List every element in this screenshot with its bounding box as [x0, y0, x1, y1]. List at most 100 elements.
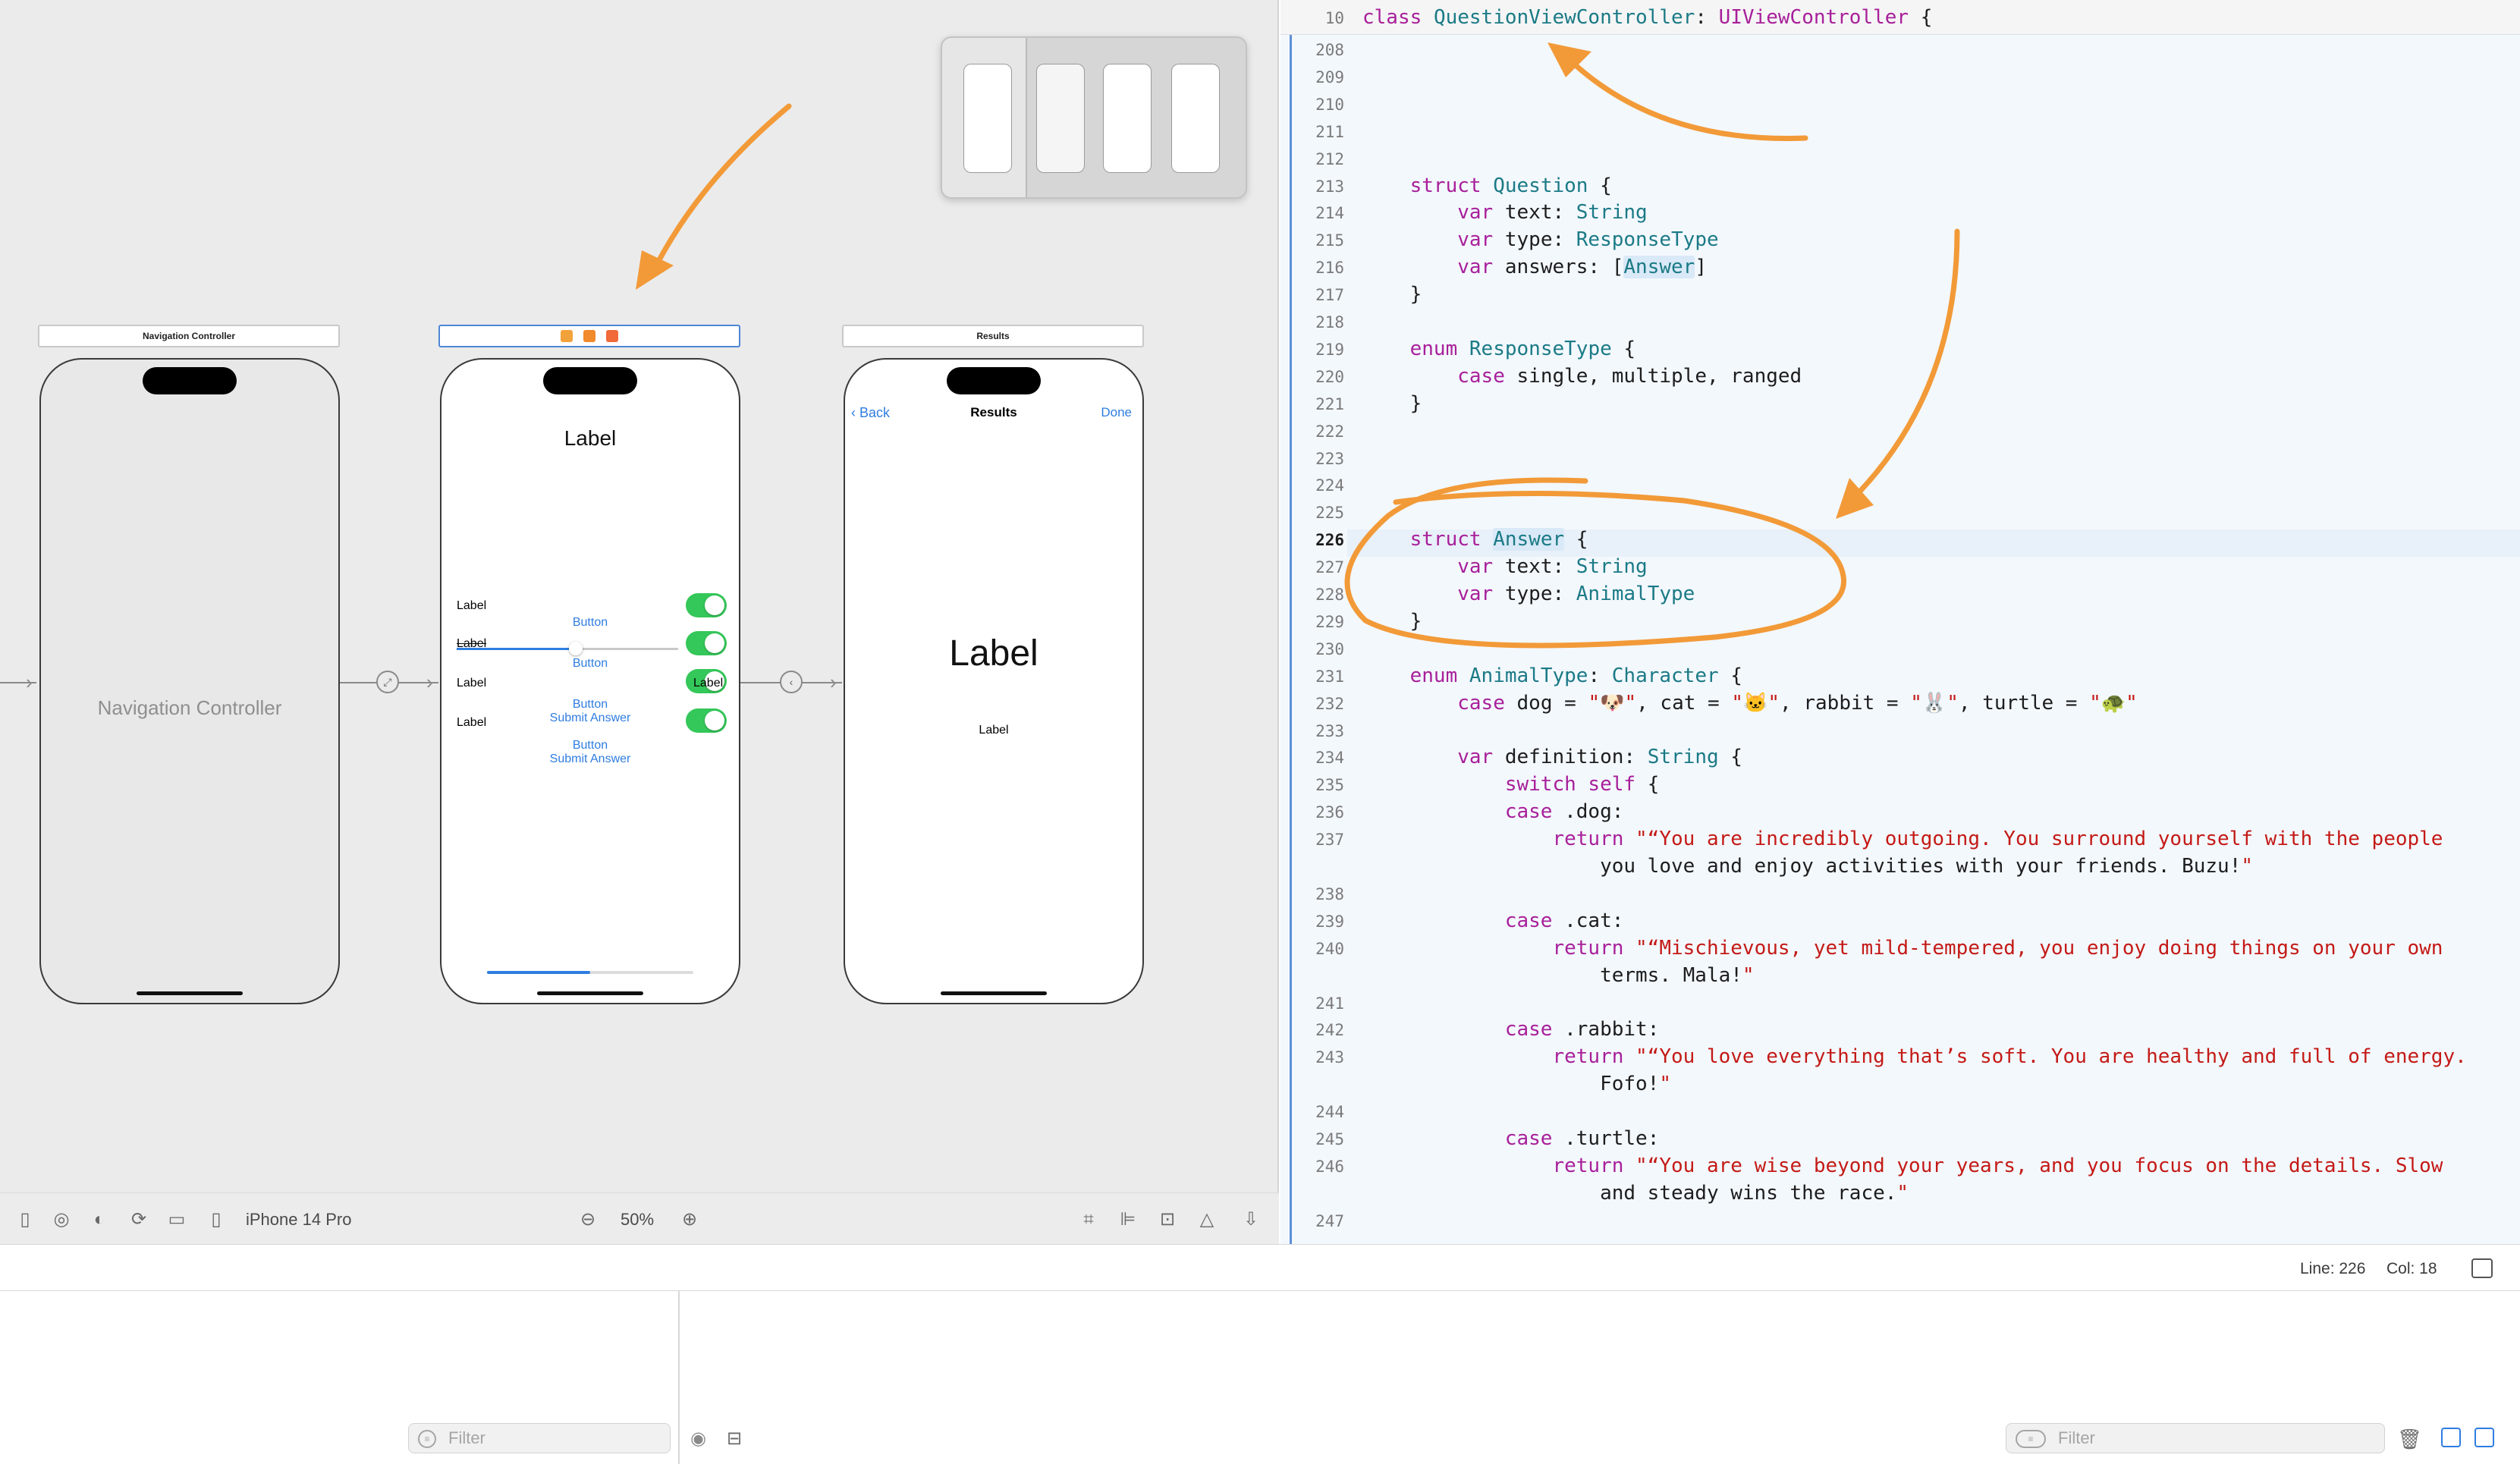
code-line[interactable]: var definition: String {: [1457, 746, 1742, 768]
device-icon[interactable]: ▯: [211, 1209, 222, 1230]
code-line[interactable]: }: [1362, 283, 1422, 306]
code-line[interactable]: and steady wins the race.": [1362, 1182, 1909, 1205]
row-label-3[interactable]: Label: [457, 677, 487, 690]
minimap-scene-4[interactable]: [1171, 64, 1220, 173]
exit-icon[interactable]: [606, 330, 618, 342]
code-line[interactable]: var text: String: [1457, 201, 1648, 224]
storyboard-canvas[interactable]: Navigation Controller Results › ⤢ › ‹ › …: [0, 0, 1279, 1244]
minimap-scene-1[interactable]: [963, 64, 1012, 173]
progress-fill: [487, 971, 590, 974]
code-line[interactable]: you love and enjoy activities with your …: [1362, 855, 2254, 878]
zoom-level[interactable]: 50%: [621, 1210, 655, 1229]
code-line[interactable]: case .turtle:: [1504, 1127, 1660, 1150]
document-outline-icon[interactable]: ▯: [20, 1209, 30, 1230]
zoom-in-icon[interactable]: ⊕: [681, 1209, 698, 1230]
question-label[interactable]: Label: [564, 426, 617, 450]
submit-answer-button[interactable]: Submit Answer: [549, 712, 631, 724]
single-button[interactable]: Button: [572, 616, 608, 629]
code-line[interactable]: }: [1362, 610, 1422, 633]
code-editor[interactable]: 10 class QuestionViewController: UIViewC…: [1280, 0, 2520, 1244]
eye-icon[interactable]: ◉: [690, 1428, 706, 1449]
code-line[interactable]: struct Answer {: [1409, 528, 1588, 551]
toggle-switch-1[interactable]: [686, 593, 727, 617]
result-definition-label[interactable]: Label: [979, 724, 1009, 737]
console-filter-field[interactable]: ≡ Filter: [2006, 1423, 2385, 1453]
code-line[interactable]: enum ResponseType {: [1409, 338, 1636, 360]
slider-track-fill[interactable]: [457, 648, 578, 650]
scene-results[interactable]: ‹ Back Results Done Label Label: [844, 358, 1144, 1004]
scene-navigation-controller[interactable]: Navigation Controller: [39, 358, 340, 1004]
code-line[interactable]: return "“Mischievous, yet mild-tempered,…: [1552, 937, 2443, 960]
status-bar: Line: 226 Col: 18: [0, 1244, 2520, 1291]
code-line[interactable]: Fofo!": [1362, 1073, 1671, 1095]
embed-in-icon[interactable]: ⇩: [1243, 1209, 1259, 1230]
code-line[interactable]: case .rabbit:: [1504, 1018, 1660, 1041]
toggle-switch-4[interactable]: [686, 708, 727, 733]
toggle-debug-area-icon[interactable]: [2471, 1258, 2493, 1278]
show-console-icon[interactable]: [2474, 1428, 2494, 1447]
device-name[interactable]: iPhone 14 Pro: [246, 1210, 352, 1229]
toggle-overlap-label[interactable]: Label: [693, 677, 724, 690]
trash-icon[interactable]: 🗑: [2397, 1428, 2423, 1450]
result-animal-label[interactable]: Label: [949, 633, 1038, 674]
line-number: 228: [1315, 586, 1344, 604]
view-controller-icon[interactable]: [561, 330, 573, 342]
code-line[interactable]: var answers: [Answer]: [1457, 256, 1707, 278]
back-button[interactable]: ‹ Back: [851, 405, 890, 421]
slider-track[interactable]: [578, 648, 678, 650]
update-frames-icon[interactable]: ⌗: [1083, 1209, 1094, 1230]
button-4[interactable]: Button: [572, 739, 608, 752]
code-line[interactable]: case single, multiple, ranged: [1457, 365, 1802, 388]
line-number: 240: [1315, 940, 1344, 958]
multiple-button[interactable]: Button: [572, 657, 608, 670]
minimap-scene-3[interactable]: [1103, 64, 1152, 173]
orientation-icon[interactable]: ⟳: [130, 1209, 147, 1230]
align-icon[interactable]: ⊫: [1120, 1209, 1136, 1230]
row-label-4[interactable]: Label: [457, 716, 487, 729]
minimap-scene-2[interactable]: [1036, 64, 1085, 173]
row-label-2[interactable]: Label: [457, 637, 487, 650]
code-line[interactable]: return "“You love everything that’s soft…: [1552, 1045, 2467, 1068]
accessibility-icon[interactable]: ◎: [53, 1209, 70, 1230]
canvas-toolbar: ▯ ◎ ◐ ⟳ ▭ ▯ iPhone 14 Pro ⊖ 50% ⊕ ⌗ ⊫ ⊡ …: [0, 1192, 1279, 1244]
appearance-icon[interactable]: ◐: [93, 1209, 105, 1230]
debug-split-divider[interactable]: [678, 1291, 680, 1464]
segue-show-icon[interactable]: ‹: [780, 671, 803, 693]
code-line[interactable]: return "“You are incredibly outgoing. Yo…: [1552, 828, 2443, 850]
scene-bar-results[interactable]: Results: [842, 325, 1144, 347]
code-line[interactable]: var text: String: [1457, 555, 1648, 578]
scene-question[interactable]: Label Label Button Label Button Label La…: [440, 358, 740, 1004]
segue-root-icon[interactable]: ⤢: [376, 671, 399, 693]
row-label-1[interactable]: Label: [457, 599, 487, 612]
toggle-switch-2[interactable]: [686, 631, 727, 655]
code-line[interactable]: switch self {: [1504, 773, 1660, 796]
code-line[interactable]: struct Question {: [1409, 174, 1612, 197]
slider-thumb[interactable]: [569, 642, 583, 655]
code-line[interactable]: var type: ResponseType: [1457, 228, 1719, 251]
variables-view-icon[interactable]: ⊟: [727, 1428, 743, 1449]
back-label: Back: [859, 405, 891, 420]
variables-filter-field[interactable]: ≡ Filter: [408, 1423, 671, 1453]
code-line[interactable]: return "“You are wise beyond your years,…: [1552, 1155, 2443, 1177]
layout-icon[interactable]: ▭: [168, 1209, 186, 1230]
done-button[interactable]: Done: [1101, 405, 1132, 419]
code-line[interactable]: var type: AnimalType: [1457, 583, 1695, 605]
line-number: 230: [1315, 640, 1344, 658]
toggle-switch-3[interactable]: [686, 669, 727, 693]
code-line[interactable]: case .cat:: [1504, 910, 1624, 932]
show-variables-icon[interactable]: [2441, 1428, 2461, 1447]
code-line[interactable]: case dog = "🐶", cat = "🐱", rabbit = "🐰",…: [1457, 692, 2138, 715]
scene-bar-navigation-controller[interactable]: Navigation Controller: [38, 325, 340, 347]
code-line[interactable]: terms. Mala!": [1362, 964, 1755, 987]
zoom-out-icon[interactable]: ⊖: [580, 1209, 596, 1230]
code-line[interactable]: }: [1362, 392, 1422, 415]
code-line[interactable]: case .dog:: [1504, 800, 1624, 823]
scene-bar-question[interactable]: [438, 325, 740, 347]
ranged-button[interactable]: Button: [572, 698, 608, 711]
resolve-issues-icon[interactable]: △: [1199, 1209, 1214, 1230]
scene-minimap[interactable]: [941, 36, 1247, 199]
submit-answer-button-2[interactable]: Submit Answer: [549, 752, 631, 765]
code-line[interactable]: enum AnimalType: Character {: [1409, 664, 1742, 687]
add-constraints-icon[interactable]: ⊡: [1159, 1209, 1176, 1230]
first-responder-icon[interactable]: [583, 330, 595, 342]
